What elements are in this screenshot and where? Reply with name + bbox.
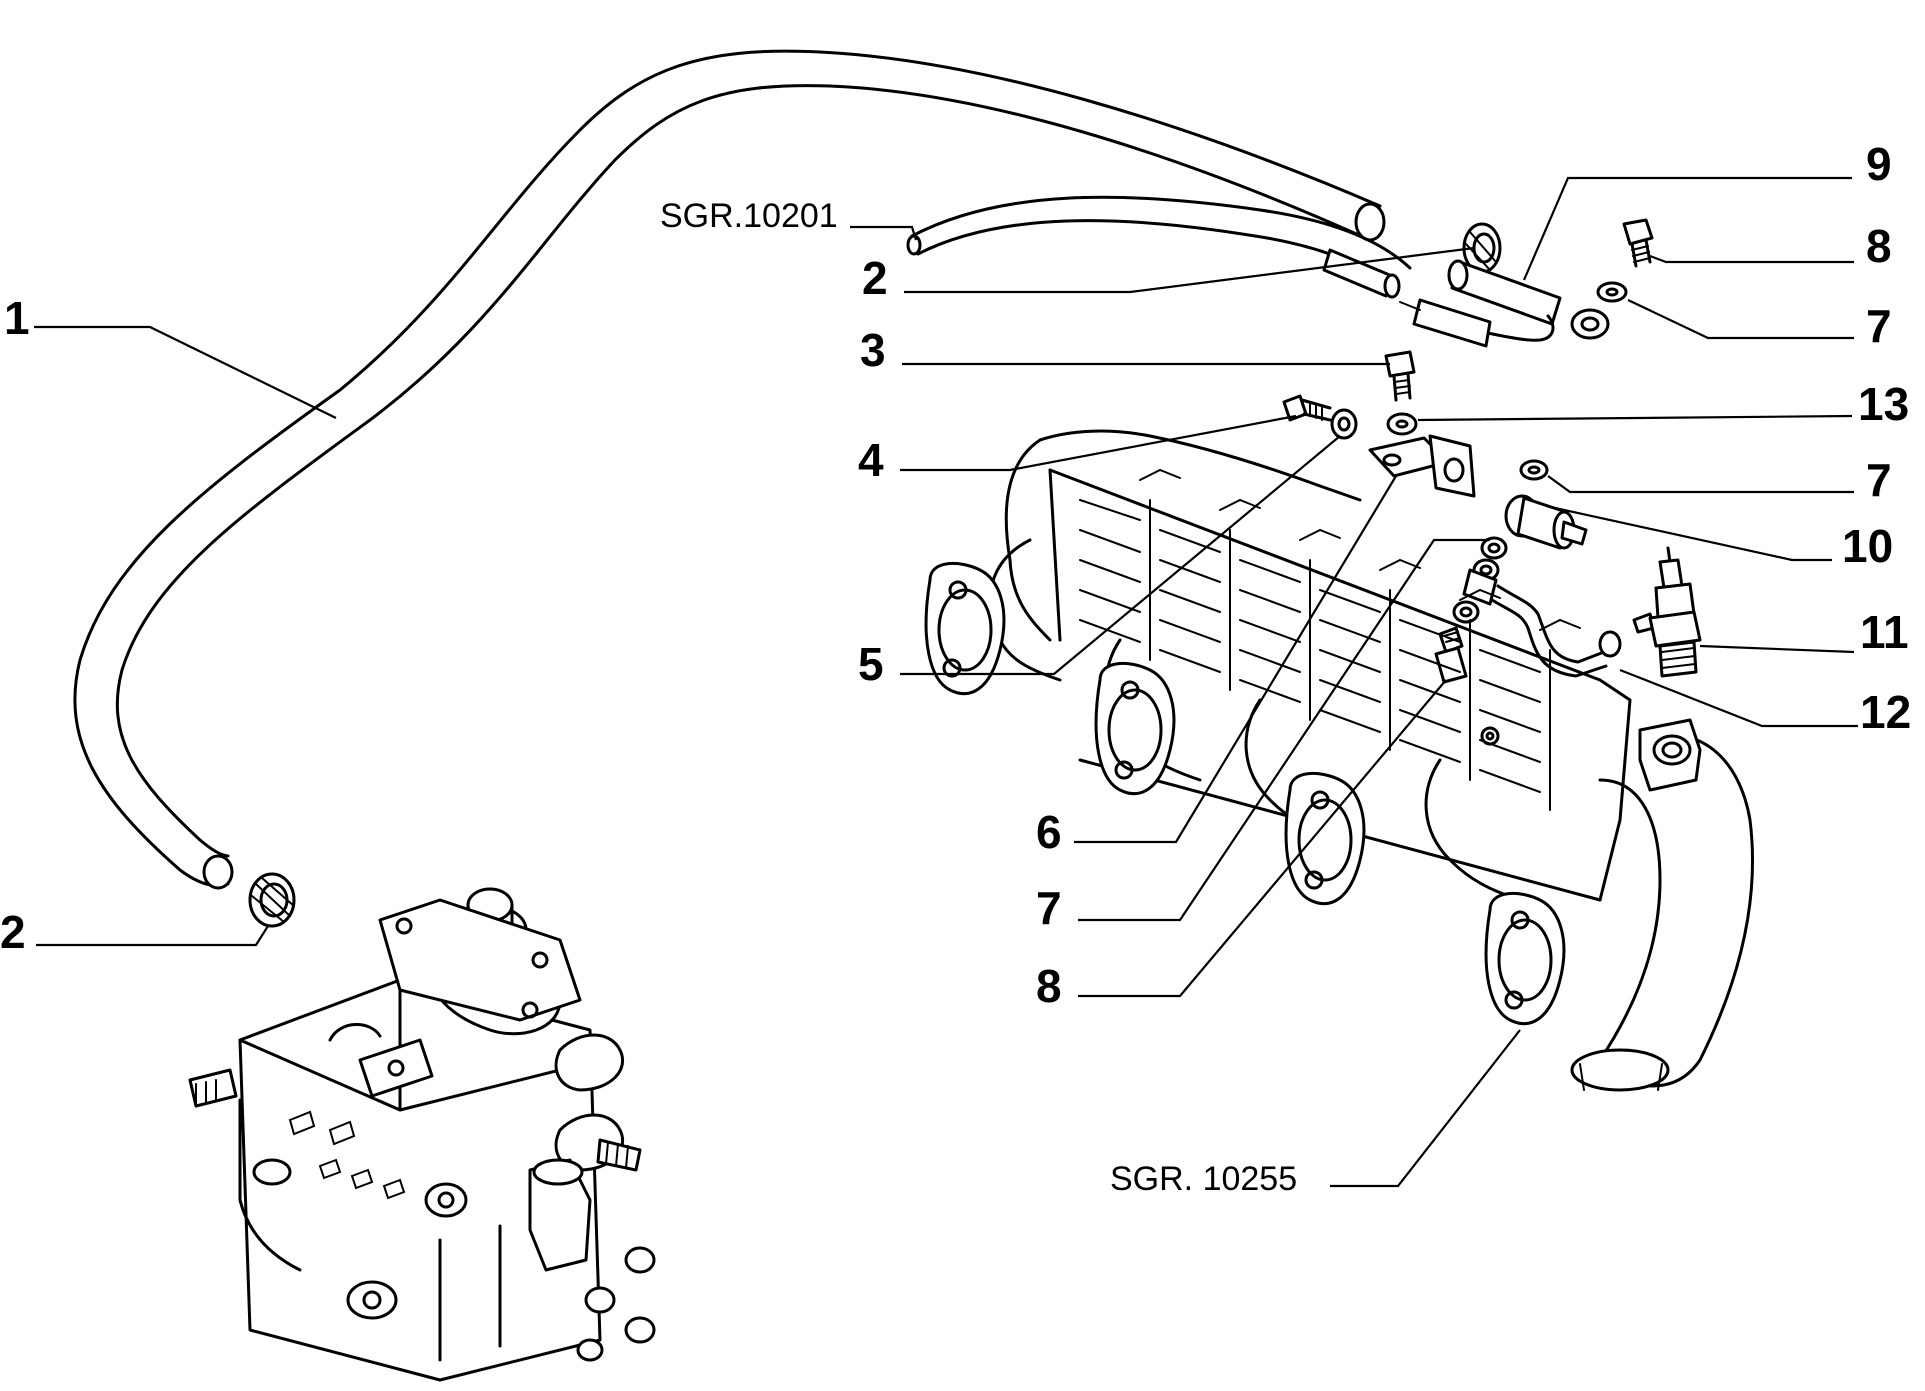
fitting-8-lower: [1434, 626, 1468, 684]
hose-end-bottom: [202, 854, 234, 890]
connector-pipe: [1322, 248, 1610, 348]
callout-labels: 1 2 SGR.10201 2 3 4 5 6 7 8 SGR. 10255 9…: [0, 138, 1911, 1198]
label-1: 1: [4, 292, 30, 344]
label-8-lower: 8: [1036, 960, 1062, 1012]
bolt-4: [1282, 394, 1332, 422]
label-10: 10: [1842, 520, 1893, 572]
label-12: 12: [1860, 686, 1911, 738]
label-7-middle: 7: [1866, 454, 1892, 506]
label-6: 6: [1036, 806, 1062, 858]
label-9: 9: [1866, 138, 1892, 190]
washer-7-mid: [1519, 459, 1549, 481]
label-8-upper: 8: [1866, 220, 1892, 272]
label-13: 13: [1858, 378, 1909, 430]
label-7-upper: 7: [1866, 300, 1892, 352]
label-4: 4: [858, 434, 884, 486]
glow-plug-11: [1632, 546, 1702, 678]
hose-clamp-bottom: [248, 872, 296, 928]
washers-7-stack: [1452, 536, 1508, 624]
label-2-bottom: 2: [0, 906, 26, 958]
washer-13: [1386, 412, 1418, 436]
fuel-return-hose: [73, 49, 1386, 890]
port-flange-2: [1094, 661, 1176, 796]
ref-sgr-10201: SGR.10201: [660, 197, 838, 235]
label-2-top: 2: [862, 252, 888, 304]
label-5: 5: [858, 638, 884, 690]
bolt-3: [1384, 350, 1416, 402]
label-3: 3: [860, 324, 886, 376]
port-flange-1: [924, 561, 1006, 696]
label-7-lower: 7: [1036, 882, 1062, 934]
washer-7-top: [1596, 281, 1628, 303]
bolt-8-top: [1622, 218, 1654, 268]
ref-sgr-10255: SGR. 10255: [1110, 1160, 1297, 1198]
pipe-12: [1462, 568, 1622, 678]
port-flange-4: [1484, 891, 1566, 1026]
sensor-10: [1504, 494, 1588, 550]
port-flange-3: [1284, 771, 1366, 906]
bracket-6: [1368, 434, 1476, 498]
washer-5: [1330, 408, 1358, 440]
hose-end-top: [1354, 202, 1386, 242]
label-11: 11: [1860, 606, 1909, 658]
leader-lines: [34, 176, 1858, 1188]
injection-pump: [188, 887, 656, 1382]
